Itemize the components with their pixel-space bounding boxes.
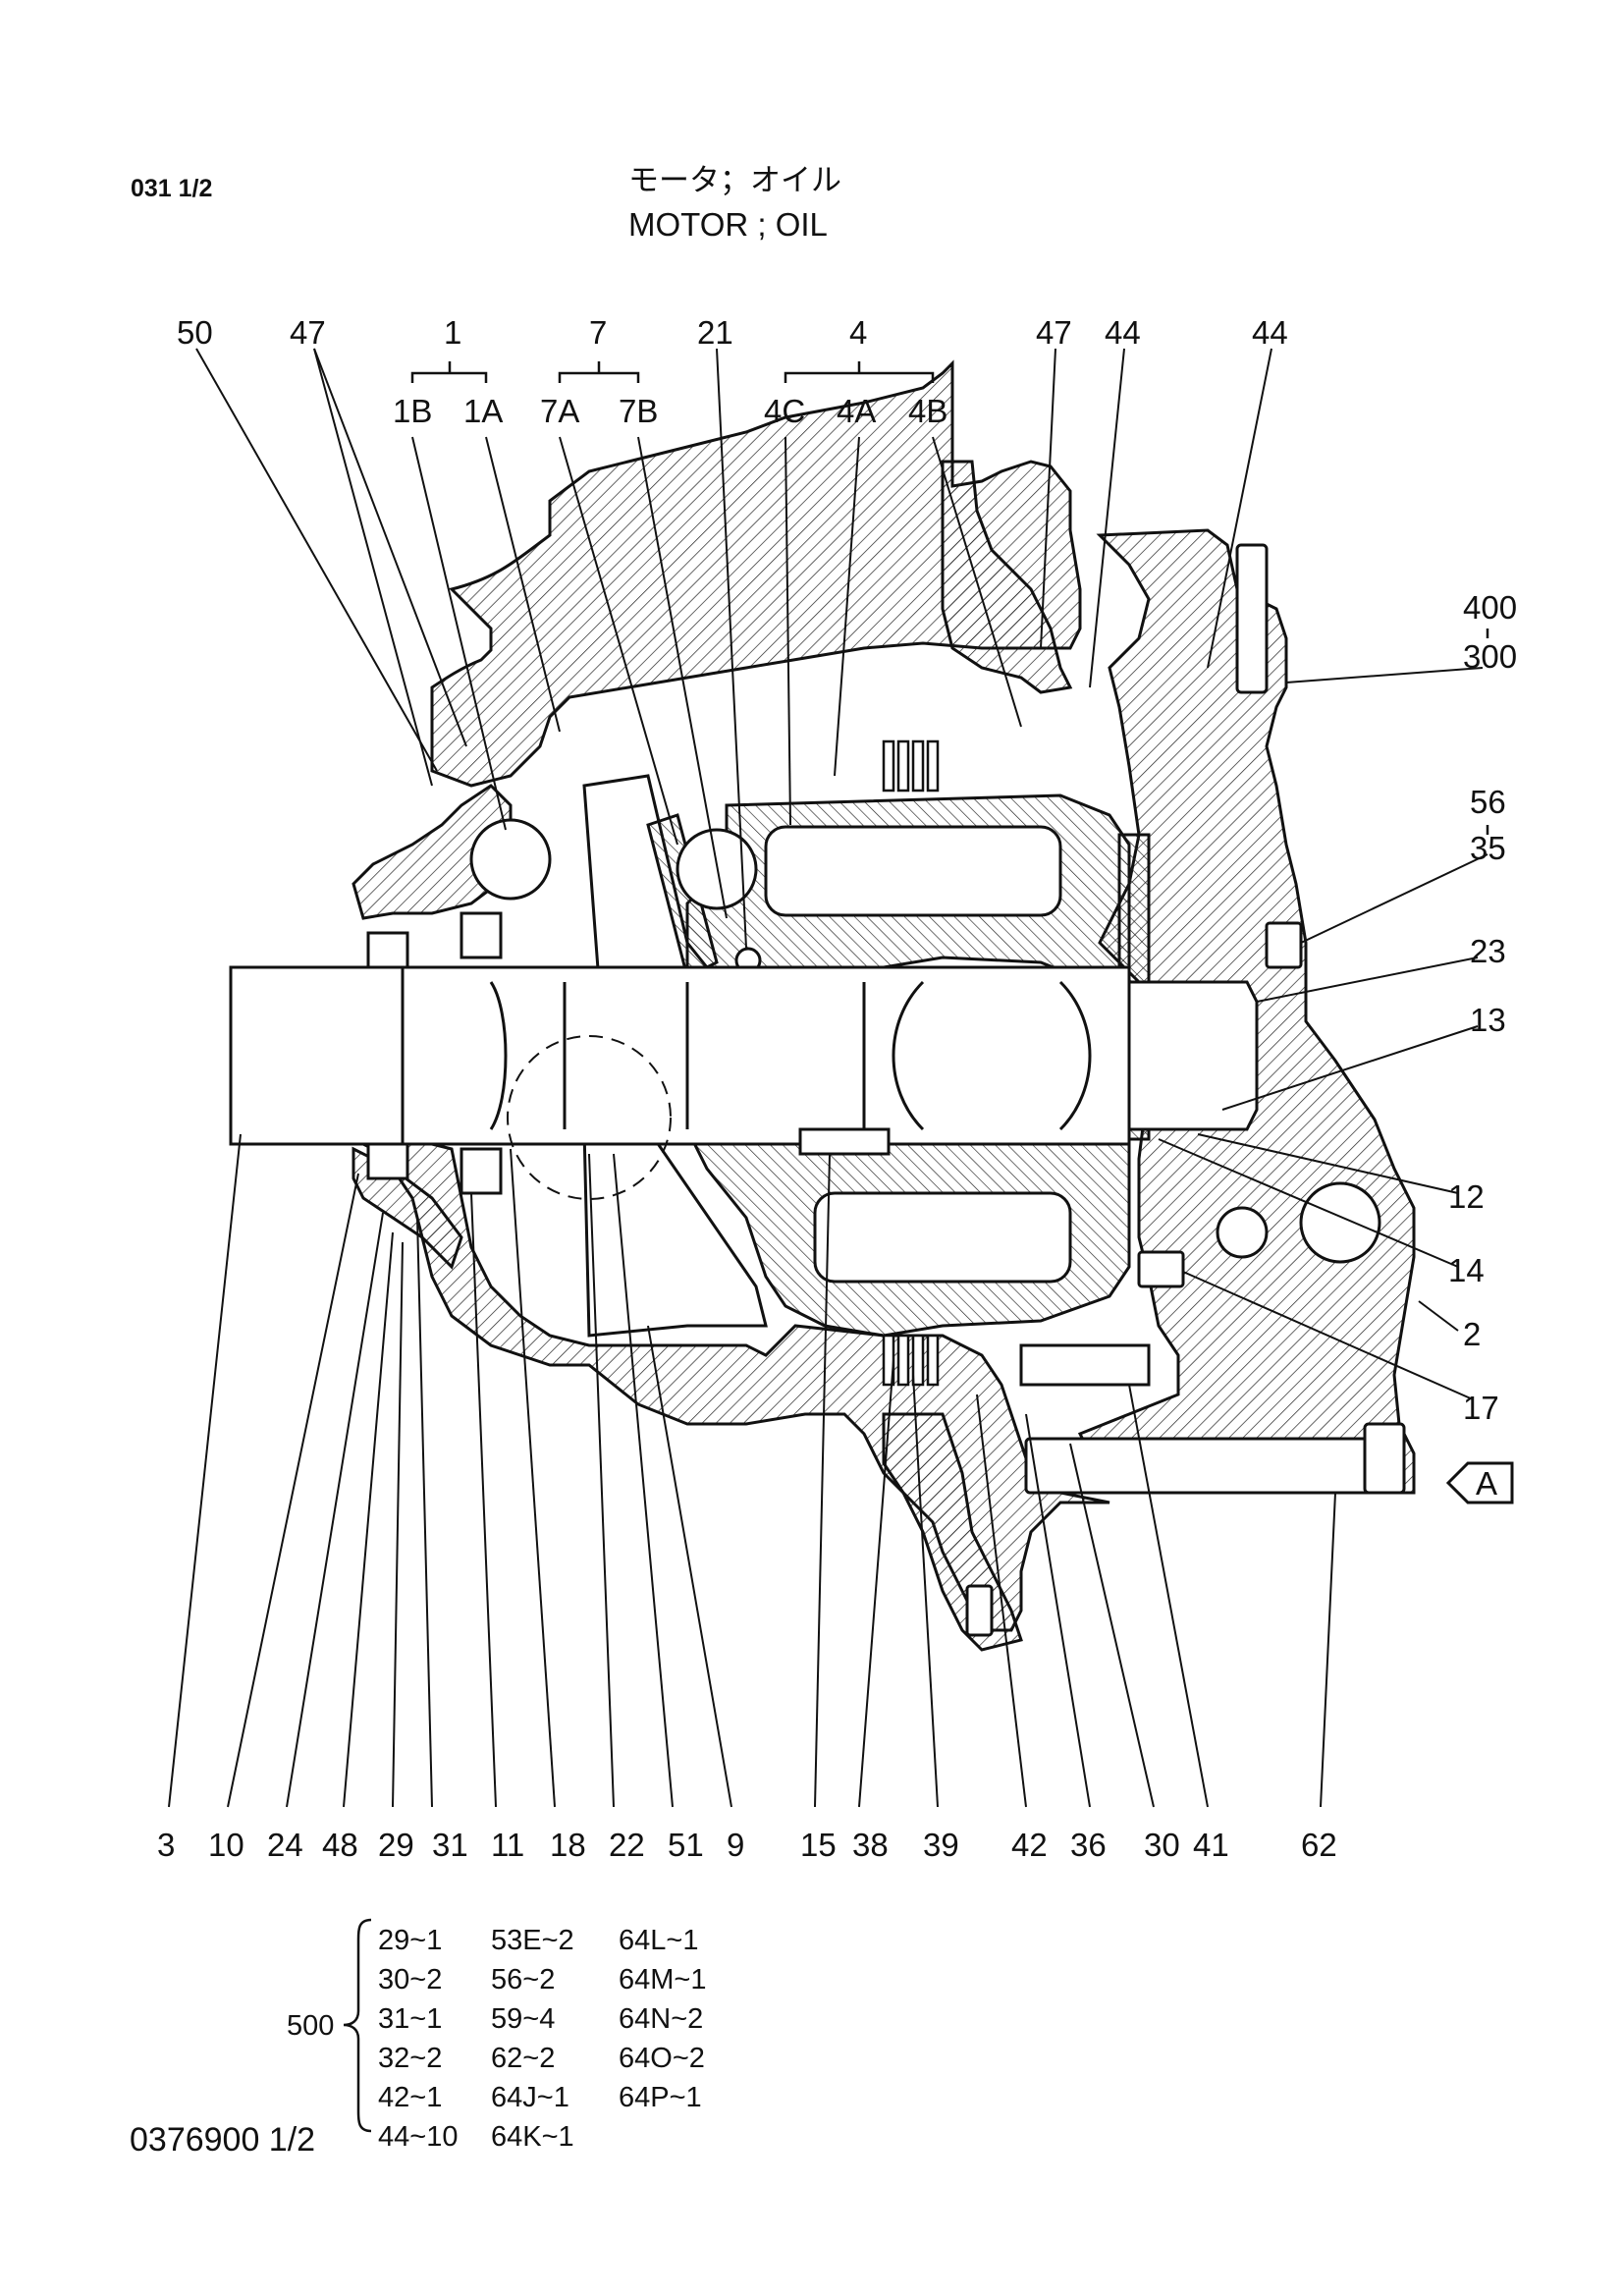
callout-62: 62 <box>1301 1827 1337 1863</box>
cap-screw-15 <box>798 1127 891 1156</box>
bolts-and-fittings <box>366 543 1406 1637</box>
callout-22: 22 <box>609 1827 645 1863</box>
callout-2: 2 <box>1463 1316 1481 1352</box>
output-shaft <box>229 965 1259 1200</box>
kit-item: 32~2 <box>378 2043 442 2074</box>
kit-item: 31~1 <box>378 2003 442 2035</box>
callout-13: 13 <box>1470 1002 1506 1038</box>
callout-47b: 47 <box>1036 314 1072 351</box>
callout-4C: 4C <box>764 393 805 429</box>
hole-2 <box>1299 1181 1381 1264</box>
kit-item: 64M~1 <box>619 1964 706 1995</box>
callout-7: 7 <box>589 314 607 351</box>
callout-41: 41 <box>1193 1827 1229 1863</box>
callout-A: A <box>1476 1465 1497 1502</box>
title-english: MOTOR ; OIL <box>628 206 828 243</box>
callouts-top: 50 47 1 1B 1A 7 7A 7B 21 4 4C 4A 4B 47 4… <box>177 314 1288 429</box>
kit-item: 53E~2 <box>491 1925 574 1956</box>
bolt-lower <box>1024 1437 1401 1495</box>
kit-item: 59~4 <box>491 2003 555 2035</box>
kit-item: 64K~1 <box>491 2121 574 2153</box>
kit-item: 42~1 <box>378 2082 442 2113</box>
bolt-top-right <box>1235 543 1269 694</box>
callout-44b: 44 <box>1252 314 1288 351</box>
callout-30: 30 <box>1144 1827 1180 1863</box>
kit-item: 62~2 <box>491 2043 555 2074</box>
shoe-ball-left <box>469 818 552 901</box>
bearing-left-upper <box>460 911 503 959</box>
hole-1 <box>1216 1206 1269 1259</box>
kit-item: 29~1 <box>378 1925 442 1956</box>
kit-item: 56~2 <box>491 1964 555 1995</box>
callout-29: 29 <box>378 1827 414 1863</box>
document-number: 0376900 1/2 <box>130 2121 316 2159</box>
callout-38: 38 <box>852 1827 889 1863</box>
bolt-foot <box>965 1584 994 1637</box>
kit-item: 44~10 <box>378 2121 458 2153</box>
leader-lines <box>168 348 1488 1808</box>
kit-number: 500 <box>287 2010 334 2042</box>
callout-4A: 4A <box>837 393 876 429</box>
callout-400: 400 <box>1463 589 1517 626</box>
bolt-head-lower <box>1363 1422 1406 1495</box>
callout-17: 17 <box>1463 1390 1499 1426</box>
kit-item: 64J~1 <box>491 2082 569 2113</box>
callout-18: 18 <box>550 1827 586 1863</box>
page-code: 031 1/2 <box>131 175 213 202</box>
callout-44a: 44 <box>1105 314 1141 351</box>
callout-9: 9 <box>727 1827 744 1863</box>
parts-kit-list: 500 29~1 30~2 31~1 32~2 42~1 44~10 53E~2… <box>287 1918 706 2153</box>
callout-48: 48 <box>322 1827 358 1863</box>
callout-1A: 1A <box>463 393 503 429</box>
plug-35 <box>1265 921 1303 969</box>
callout-47: 47 <box>290 314 326 351</box>
kit-brace <box>343 1918 372 2133</box>
callout-1B: 1B <box>393 393 432 429</box>
callout-11: 11 <box>491 1827 524 1863</box>
callout-10: 10 <box>208 1827 244 1863</box>
callout-3: 3 <box>157 1827 175 1863</box>
callout-12: 12 <box>1448 1178 1485 1215</box>
callout-36: 36 <box>1070 1827 1107 1863</box>
callouts-right: 400 300 56 35 23 13 12 14 2 17 A <box>1448 589 1517 1502</box>
bearing-left-lower <box>460 1147 503 1195</box>
callout-56: 56 <box>1470 784 1506 820</box>
view-arrow-a <box>1445 1461 1514 1504</box>
callout-1: 1 <box>444 314 461 351</box>
seal-left-upper <box>366 931 409 969</box>
callout-35: 35 <box>1470 830 1506 866</box>
callout-51: 51 <box>668 1827 704 1863</box>
piston-lower <box>813 1191 1072 1284</box>
kit-item: 64N~2 <box>619 2003 703 2035</box>
callout-4: 4 <box>849 314 867 351</box>
callout-50: 50 <box>177 314 213 351</box>
callout-4B: 4B <box>908 393 947 429</box>
callouts-bottom: 3 10 24 48 29 31 11 18 22 51 9 15 38 39 … <box>157 1827 1337 1863</box>
brake-discs-upper <box>882 739 940 793</box>
kit-item: 64P~1 <box>619 2082 702 2113</box>
callout-24: 24 <box>267 1827 303 1863</box>
group-brackets <box>410 361 1489 835</box>
plug-17 <box>1137 1250 1185 1288</box>
callout-7B: 7B <box>619 393 658 429</box>
callout-42: 42 <box>1011 1827 1048 1863</box>
callout-7A: 7A <box>540 393 579 429</box>
kit-item: 30~2 <box>378 1964 442 1995</box>
callout-39: 39 <box>923 1827 959 1863</box>
seal-left-lower <box>366 1142 409 1180</box>
callout-21: 21 <box>697 314 733 351</box>
kit-item: 64O~2 <box>619 2043 705 2074</box>
callout-23: 23 <box>1470 933 1506 969</box>
callout-15: 15 <box>800 1827 837 1863</box>
piston-upper <box>764 825 1062 917</box>
retainer-plate <box>646 813 719 980</box>
callout-31: 31 <box>432 1827 468 1863</box>
kit-item: 64L~1 <box>619 1925 698 1956</box>
piston-brake <box>1019 1343 1151 1387</box>
callout-14: 14 <box>1448 1252 1485 1288</box>
title-japanese: モータ；オイル <box>628 163 841 197</box>
callout-300: 300 <box>1463 638 1517 675</box>
